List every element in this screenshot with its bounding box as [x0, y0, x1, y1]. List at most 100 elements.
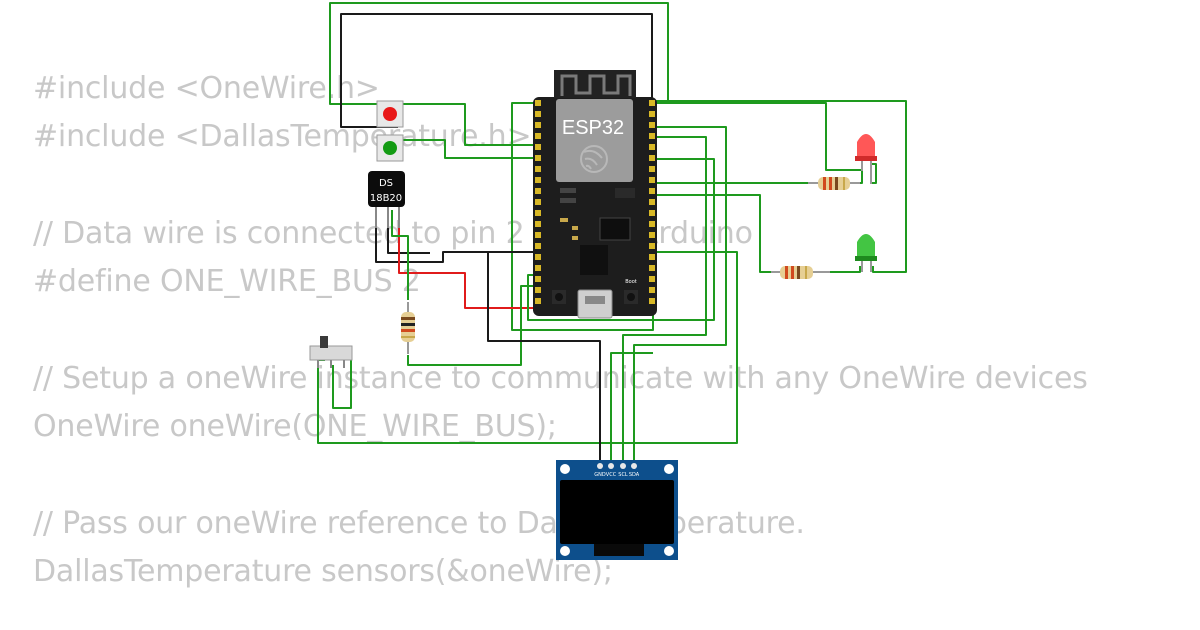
code-line: #define ONE_WIRE_BUS 2 — [33, 264, 421, 300]
header-pin-right — [649, 100, 655, 106]
resistor-r-body — [818, 177, 850, 190]
header-pin-right — [649, 144, 655, 150]
header-pin-right — [649, 276, 655, 282]
header-pin-left — [535, 243, 541, 249]
resistor-r-band2 — [829, 177, 832, 190]
wire-led-green-b — [828, 266, 861, 273]
resistor-g-band4 — [805, 266, 807, 279]
board-label: ESP32 — [562, 117, 624, 139]
header-pin-left — [535, 265, 541, 271]
oled-hole-br — [664, 546, 674, 556]
header-pin-right — [649, 122, 655, 128]
header-pin-left — [535, 133, 541, 139]
button-boot-cap — [627, 293, 635, 301]
resistor-v-band4 — [401, 336, 415, 338]
header-pin-right — [649, 111, 655, 117]
smd-6 — [615, 188, 635, 198]
header-pin-right — [649, 287, 655, 293]
oled-display: GND VCC SCL SDA — [556, 460, 678, 560]
red-pushbutton[interactable] — [376, 100, 404, 128]
wires — [317, 2, 907, 465]
wire-sensor-vcc — [398, 205, 537, 309]
header-pin-right — [649, 254, 655, 260]
oled-ribbon — [594, 544, 644, 556]
resistor-g-body — [780, 266, 813, 279]
red-led-dome — [857, 134, 875, 158]
resistor-r-band4 — [843, 177, 845, 190]
resistor-red-led — [808, 177, 860, 190]
resistor-g-band1 — [785, 266, 788, 279]
slide-switch-body — [309, 345, 353, 361]
wire-red-button — [402, 103, 537, 146]
wire-pullup-low — [407, 285, 537, 366]
oled-screen — [560, 480, 674, 544]
smd-3 — [560, 218, 568, 222]
resistor-g-band2 — [791, 266, 794, 279]
resistor-vertical — [401, 302, 415, 354]
header-pin-right — [649, 232, 655, 238]
sensor-line1: DS — [379, 178, 393, 189]
button-en-cap — [555, 293, 563, 301]
resistor-v-band3 — [401, 329, 415, 332]
header-pin-right — [649, 243, 655, 249]
header-pin-right — [649, 199, 655, 205]
header-pin-left — [535, 166, 541, 172]
oled-pin-label-scl: SCL — [618, 472, 628, 478]
wire-top-inner — [340, 13, 653, 128]
wire-led-red-c — [652, 102, 862, 171]
oled-pin-label-gnd: GND — [594, 472, 606, 478]
espressif-swirl — [583, 149, 603, 170]
header-pin-left — [535, 111, 541, 117]
board-pins — [535, 100, 655, 304]
oled-pin-label-vcc: VCC — [606, 472, 617, 478]
slide-switch-knob — [320, 336, 328, 348]
sensor-body — [368, 171, 405, 207]
resistor-r-band1 — [823, 177, 826, 190]
header-pin-left — [535, 177, 541, 183]
wire-oled-sda — [633, 126, 727, 465]
oled-hole-bl — [560, 546, 570, 556]
header-pin-left — [535, 210, 541, 216]
oled-hole-tl — [560, 464, 570, 474]
smd-5 — [572, 236, 578, 240]
antenna-trace — [560, 74, 632, 96]
smd-1 — [560, 188, 576, 193]
header-pin-left — [535, 254, 541, 260]
code-line: #include <OneWire.h> — [33, 71, 380, 106]
espressif-logo — [580, 145, 608, 173]
ds18b20-sensor: DS 18B20 — [368, 171, 405, 228]
header-pin-right — [649, 166, 655, 172]
resistor-g-band3 — [797, 266, 800, 279]
red-pushbutton-cap — [383, 107, 397, 121]
header-pin-left — [535, 298, 541, 304]
red-led-base — [855, 156, 877, 161]
red-led — [855, 134, 877, 184]
sensor-line2: 18B20 — [370, 193, 402, 204]
code-line: // Setup a oneWire instance to communica… — [33, 360, 1088, 396]
board-shield — [556, 99, 633, 182]
oled-pin-vcc — [608, 463, 614, 469]
wire-led-green-c — [871, 163, 877, 184]
oled-pin-sda — [631, 463, 637, 469]
header-pin-left — [535, 144, 541, 150]
header-pin-right — [649, 221, 655, 227]
wire-pullup — [391, 210, 409, 300]
header-pin-right — [649, 155, 655, 161]
header-pin-right — [649, 210, 655, 216]
board-antenna — [554, 70, 636, 98]
usb-port — [585, 296, 605, 304]
board-regulator — [599, 217, 631, 241]
smd-4 — [572, 226, 578, 230]
header-pin-right — [649, 133, 655, 139]
header-pin-left — [535, 276, 541, 282]
wire-oled-vcc2 — [610, 352, 653, 465]
code-line: #include <DallasTemperature.h> — [33, 119, 532, 155]
slide-switch[interactable] — [309, 336, 353, 368]
green-pushbutton[interactable] — [376, 134, 404, 162]
header-pin-left — [535, 199, 541, 205]
wire-green-button — [402, 139, 537, 159]
smd-2 — [560, 198, 576, 203]
board-chip — [580, 245, 608, 275]
header-pin-right — [649, 265, 655, 271]
